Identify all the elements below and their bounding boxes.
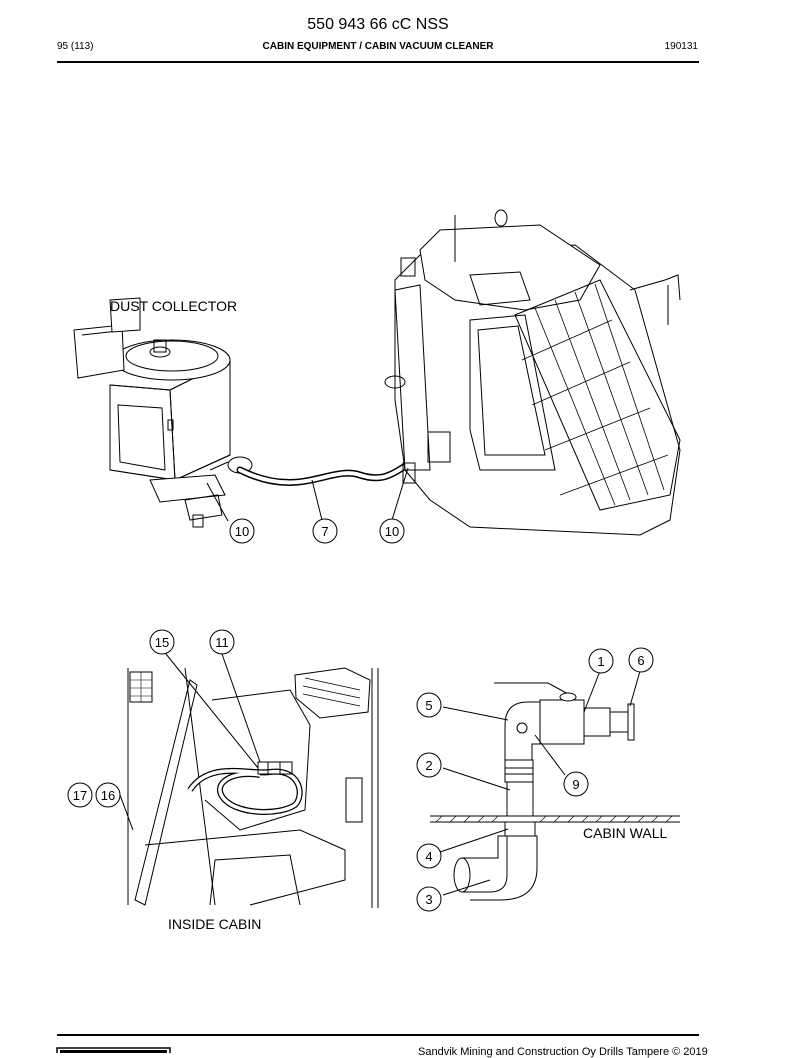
callout-17: 17 (73, 788, 87, 803)
footer-rule (57, 1034, 699, 1036)
callout-3: 3 (425, 892, 432, 907)
callout-2: 2 (425, 758, 432, 773)
document-number: 550 943 66 cC NSS (307, 16, 449, 33)
cabin-wall-label: CABIN WALL (583, 825, 668, 841)
callout-9: 9 (572, 777, 579, 792)
section-title: CABIN EQUIPMENT / CABIN VACUUM CLEANER (262, 41, 494, 52)
footer-copyright: Sandvik Mining and Construction Oy Drill… (418, 1046, 708, 1058)
header-rule (57, 61, 699, 63)
callout-1: 1 (597, 654, 604, 669)
cabin-illustration (384, 209, 681, 536)
callout-10: 10 (235, 524, 249, 539)
inside-cabin-illustration (127, 667, 379, 908)
dust-collector-illustration (73, 297, 253, 528)
cabin-wall-detail-illustration (430, 682, 680, 901)
callout-7: 7 (321, 524, 328, 539)
callout-16: 16 (101, 788, 115, 803)
callout-6: 6 (637, 653, 644, 668)
callout-10: 10 (385, 524, 399, 539)
inside-cabin-label: INSIDE CABIN (168, 916, 262, 932)
dust-collector-label: DUST COLLECTOR (110, 298, 238, 314)
callout-11: 11 (215, 635, 229, 650)
revision-date: 190131 (664, 41, 698, 52)
callout-15: 15 (155, 635, 169, 650)
callout-4: 4 (425, 849, 432, 864)
page-info: 95 (113) (57, 41, 94, 52)
callout-5: 5 (425, 698, 432, 713)
